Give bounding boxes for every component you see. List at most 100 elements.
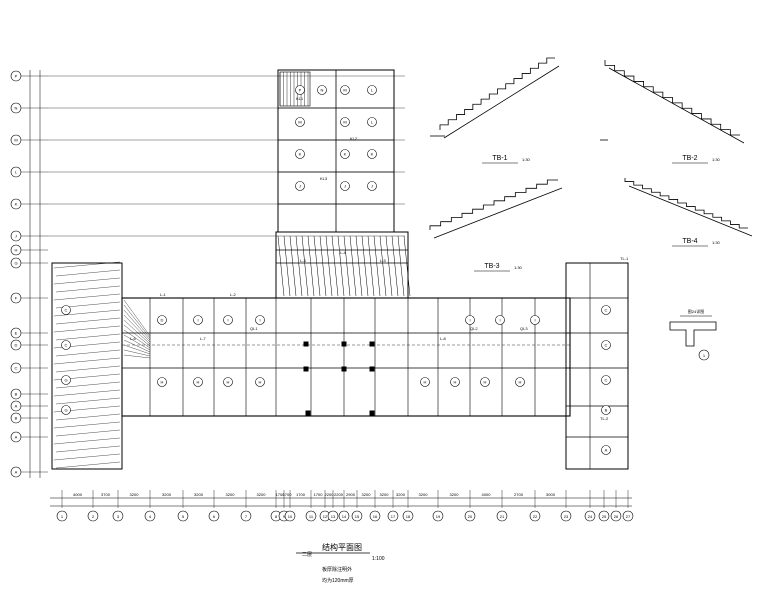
left-wing-hatch xyxy=(53,277,121,285)
left-wing-hatch xyxy=(53,453,121,461)
left-wing-hatch xyxy=(53,437,121,445)
slab-mark-letter: J xyxy=(371,184,373,189)
slab-mark-letter: B xyxy=(605,408,608,413)
grid-bubble xyxy=(610,510,622,522)
grid-bubble xyxy=(112,510,124,522)
slab-mark-circle xyxy=(601,305,611,315)
slab-mark-letter: I xyxy=(534,318,535,323)
beam-tag: L-8 xyxy=(440,336,447,341)
slab-mark-circle xyxy=(601,405,611,415)
main-stair-hatch xyxy=(123,304,151,339)
grid-label-15: 15 xyxy=(355,514,360,519)
slab-mark-letter: C xyxy=(605,343,608,348)
stair-diagonal xyxy=(373,235,381,297)
slab-mark-letter: I xyxy=(227,318,228,323)
left-wing-hatch xyxy=(55,365,121,373)
dimension-value: 4000 xyxy=(73,492,83,497)
grid-bubble xyxy=(432,510,444,522)
left-wing-hatch xyxy=(55,397,121,405)
grid-row-label: F xyxy=(15,296,18,301)
left-wing-hatch xyxy=(53,357,121,365)
grid-label-11: 11 xyxy=(309,514,314,519)
slab-mark-letter: C xyxy=(605,308,608,313)
grid-row-label: A xyxy=(15,470,18,475)
column xyxy=(305,410,311,416)
column xyxy=(369,341,375,347)
grid-label-26: 26 xyxy=(614,514,619,519)
grid-bubble xyxy=(208,510,220,522)
grid-row-label: J xyxy=(15,234,17,239)
grid-row-label: C xyxy=(15,366,18,371)
beam-tag: L-6 xyxy=(130,336,137,341)
dimension-value: 3200 xyxy=(380,492,390,497)
column xyxy=(369,410,375,416)
slab-mark-letter: G xyxy=(64,378,67,383)
grid-label-9: 9 xyxy=(283,514,286,519)
stair-diagonal xyxy=(325,235,333,297)
grid-bubble xyxy=(338,510,350,522)
dimension-value: 2200 xyxy=(325,492,335,497)
dimension-value: 3200 xyxy=(362,492,372,497)
stair-section-scale-2: 1:30 xyxy=(712,157,721,162)
dimension-value: 3200 xyxy=(419,492,429,497)
dimension-value: 3700 xyxy=(101,492,111,497)
beam-tag: KL2 xyxy=(350,136,358,141)
beam-tag: QL1 xyxy=(250,326,258,331)
slab-mark-letter: J xyxy=(299,184,301,189)
slab-mark-letter: I xyxy=(259,318,260,323)
left-wing-hatch xyxy=(55,333,121,341)
grid-bubble xyxy=(560,510,572,522)
beam-tag: L-4 xyxy=(340,250,347,255)
stair-section-scale-1: 1:30 xyxy=(522,157,531,162)
slab-mark-letter: C xyxy=(605,378,608,383)
dimension-value: 3200 xyxy=(450,492,460,497)
slab-mark-circle xyxy=(223,315,233,325)
stair-diagonal xyxy=(397,235,405,297)
grid-label-2: 2 xyxy=(92,514,95,519)
slab-mark-circle xyxy=(61,405,71,415)
dimension-value: 2900 xyxy=(346,492,356,497)
slab-mark-circle xyxy=(255,377,265,387)
grid-bubble xyxy=(240,510,252,522)
slab-mark-circle xyxy=(495,315,505,325)
stair-slab-soffit xyxy=(628,185,753,237)
slab-mark-letter: N xyxy=(321,88,324,93)
stair-diagonal xyxy=(301,235,309,297)
slab-mark-letter: A xyxy=(605,448,608,453)
slab-mark-letter: H xyxy=(519,380,522,385)
left-wing-hatch xyxy=(55,413,121,421)
beam-tag: TL-2 xyxy=(600,416,609,421)
grid-label-6: 6 xyxy=(213,514,216,519)
left-wing-hatch xyxy=(55,349,121,357)
slab-mark-circle xyxy=(601,340,611,350)
grid-bubble xyxy=(351,510,363,522)
slab-mark-letter: K xyxy=(371,152,374,157)
beam-section-shape xyxy=(669,321,717,347)
note-line-2: 均为120mm厚 xyxy=(322,577,354,584)
dimension-value: 3000 xyxy=(546,492,556,497)
grid-label-24: 24 xyxy=(588,514,593,519)
slab-mark-letter: D xyxy=(161,318,164,323)
slab-mark-letter: H xyxy=(259,380,262,385)
stair-diagonal xyxy=(367,235,375,297)
stair-section-scale-4: 1:30 xyxy=(712,240,721,245)
title-prefix: 二层 xyxy=(302,552,312,558)
stair-diagonal xyxy=(277,235,285,297)
slab-mark-circle xyxy=(340,85,350,95)
beam-tag: KL1 xyxy=(296,96,304,101)
stair-diagonal xyxy=(289,235,297,297)
dimension-value: 1700 xyxy=(296,492,306,497)
main-stair-hatch xyxy=(123,314,151,343)
slab-mark-circle xyxy=(61,375,71,385)
grid-bubble xyxy=(56,510,68,522)
grid-label-27: 27 xyxy=(626,514,631,519)
grid-row-label: P xyxy=(15,74,18,79)
grid-label-1: 1 xyxy=(61,514,64,519)
stair-section-label-3: TB-3 xyxy=(484,263,499,270)
slab-mark-circle xyxy=(340,149,350,159)
grid-label-16: 16 xyxy=(373,514,378,519)
